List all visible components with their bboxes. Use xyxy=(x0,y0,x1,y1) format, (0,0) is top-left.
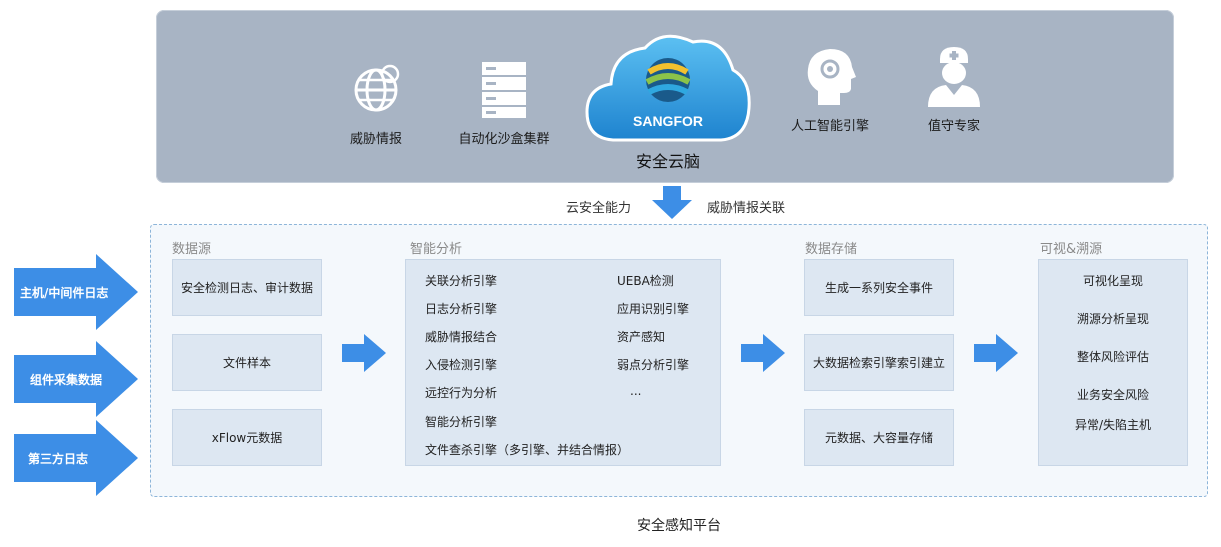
data-source-box: 文件样本 xyxy=(172,334,322,391)
visual-item: 整体风险评估 xyxy=(1076,350,1149,364)
down-arrow-icon xyxy=(652,186,692,219)
cloud-capability-label: 云安全能力 xyxy=(566,201,632,216)
analysis-item: 智能分析引擎 xyxy=(425,415,498,429)
storage-box: 大数据检索引擎索引建立 xyxy=(804,334,954,391)
analysis-item: 威胁情报结合 xyxy=(425,330,498,344)
data-source-title: 数据源 xyxy=(172,242,212,257)
visual-item: 异常/失陷主机 xyxy=(1074,418,1152,432)
data-source-box: xFlow元数据 xyxy=(172,409,322,466)
analysis-item: ... xyxy=(630,384,642,398)
server-icon xyxy=(482,62,526,118)
input-third-party-label: 第三方日志 xyxy=(28,452,89,466)
analysis-item: 弱点分析引擎 xyxy=(617,358,690,372)
platform-title: 安全感知平台 xyxy=(637,518,721,534)
sandbox-item: 自动化沙盒集群 xyxy=(448,60,560,147)
data-source-box: 安全检测日志、审计数据 xyxy=(172,259,322,316)
globe-icon xyxy=(354,64,400,112)
threat-intel-label: 威胁情报 xyxy=(349,132,402,147)
analysis-title: 智能分析 xyxy=(410,242,463,257)
storage-box: 生成一系列安全事件 xyxy=(804,259,954,316)
input-arrow-components xyxy=(14,341,138,417)
analysis-item: 远控行为分析 xyxy=(425,386,498,400)
analysis-item: 日志分析引擎 xyxy=(425,302,498,316)
analysis-item: UEBA检测 xyxy=(617,274,674,288)
threat-intel-item: 威胁情报 xyxy=(330,60,422,147)
flow-arrow-icon xyxy=(342,334,386,372)
cloud-brain-title: 安全云脑 xyxy=(635,152,700,171)
visual-item: 业务安全风险 xyxy=(1076,388,1149,402)
sandbox-label: 自动化沙盒集群 xyxy=(458,132,550,147)
expert-label: 值守专家 xyxy=(927,119,980,134)
visual-item: 可视化呈现 xyxy=(1082,274,1143,288)
visual-item: 溯源分析呈现 xyxy=(1076,312,1149,326)
input-host-logs-label: 主机/中间件日志 xyxy=(20,286,109,300)
threat-correlation-label: 威胁情报关联 xyxy=(707,201,786,216)
analysis-panel xyxy=(405,259,721,466)
sangfor-cloud-icon: SANGFOR xyxy=(585,34,751,142)
analysis-item: 资产感知 xyxy=(617,330,666,344)
analysis-item: 关联分析引擎 xyxy=(425,274,498,288)
ai-engine-label: 人工智能引擎 xyxy=(790,119,869,134)
flow-arrow-icon xyxy=(974,334,1018,372)
visual-panel xyxy=(1038,259,1188,466)
sangfor-logo-text: SANGFOR xyxy=(633,113,703,129)
input-arrow-host-logs xyxy=(14,254,138,330)
storage-box: 元数据、大容量存储 xyxy=(804,409,954,466)
analysis-item: 文件查杀引擎（多引擎、并结合情报） xyxy=(425,443,630,457)
analysis-item: 入侵检测引擎 xyxy=(425,358,498,372)
doctor-icon xyxy=(928,47,980,107)
expert-item: 值守专家 xyxy=(912,45,996,134)
input-arrow-third-party xyxy=(14,420,138,496)
input-components-label: 组件采集数据 xyxy=(30,373,103,387)
ai-head-icon xyxy=(807,49,856,105)
visual-title: 可视&溯源 xyxy=(1040,242,1103,257)
ai-engine-item: 人工智能引擎 xyxy=(780,45,880,134)
flow-arrow-icon xyxy=(741,334,785,372)
analysis-item: 应用识别引擎 xyxy=(617,302,690,316)
storage-title: 数据存储 xyxy=(805,242,858,257)
